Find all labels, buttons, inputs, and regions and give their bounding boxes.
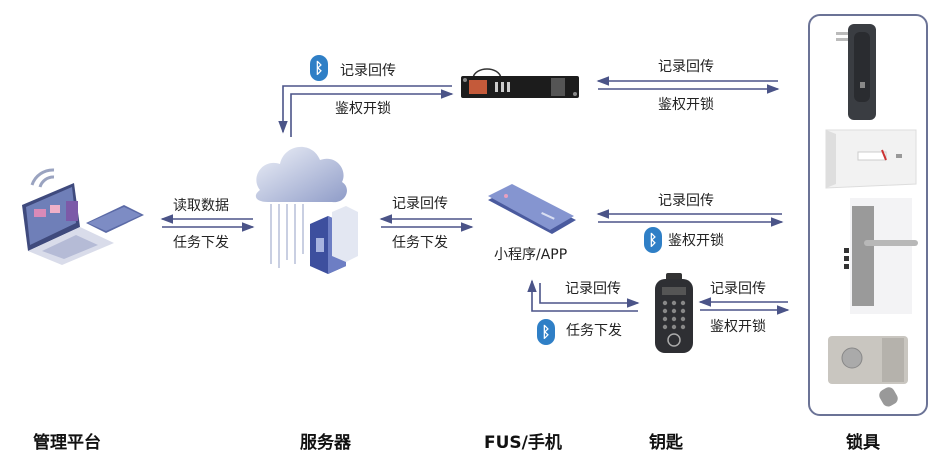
electronic-key-icon bbox=[655, 273, 693, 353]
label-record-return: 记录回传 bbox=[392, 196, 448, 212]
platform-node bbox=[14, 165, 154, 265]
key-node bbox=[652, 273, 696, 355]
label-record-return: 记录回传 bbox=[658, 59, 714, 75]
label-auth-unlock: 鉴权开锁 bbox=[335, 101, 391, 117]
arrow-task-dispatch-key bbox=[527, 279, 638, 312]
arrow-auth-unlock-fus bbox=[290, 89, 454, 137]
arrow-record-return-key bbox=[539, 283, 640, 308]
cabinet-handle-lock-icon bbox=[836, 24, 876, 120]
label-task-dispatch: 任务下发 bbox=[173, 235, 229, 251]
caption-fus-phone: FUS/手机 bbox=[484, 433, 562, 453]
label-task-dispatch: 任务下发 bbox=[566, 323, 622, 339]
server-node bbox=[248, 138, 358, 276]
bluetooth-icon: ᛒ bbox=[537, 319, 555, 345]
app-phone bbox=[482, 182, 582, 242]
caption-platform: 管理平台 bbox=[33, 433, 101, 453]
door-handle-lock-icon bbox=[844, 198, 918, 314]
label-auth-unlock: 鉴权开锁 bbox=[710, 319, 766, 335]
cloud-server-icon bbox=[255, 146, 358, 274]
app-label: 小程序/APP bbox=[494, 247, 568, 263]
caption-server: 服务器 bbox=[300, 433, 351, 453]
locks-panel bbox=[808, 14, 928, 416]
fus-rack-device-icon bbox=[461, 68, 579, 98]
label-auth-unlock: 鉴权开锁 bbox=[668, 233, 724, 249]
wall-box-lock-icon bbox=[825, 129, 917, 189]
label-record-return: 记录回传 bbox=[658, 193, 714, 209]
laptop-and-phone-icon bbox=[22, 168, 144, 265]
label-record-return: 记录回传 bbox=[710, 281, 766, 297]
label-read-data: 读取数据 bbox=[173, 198, 229, 214]
caption-key: 钥匙 bbox=[649, 433, 683, 453]
bluetooth-icon: ᛒ bbox=[310, 55, 328, 81]
smartphone-icon bbox=[488, 184, 576, 234]
arrow-record-return-fus bbox=[278, 85, 452, 134]
rim-lock-icon bbox=[828, 336, 908, 407]
fus-device bbox=[455, 64, 585, 102]
label-auth-unlock: 鉴权开锁 bbox=[658, 97, 714, 113]
bluetooth-icon: ᛒ bbox=[644, 227, 662, 253]
label-task-dispatch: 任务下发 bbox=[392, 235, 448, 251]
label-record-return: 记录回传 bbox=[340, 63, 396, 79]
caption-locks: 锁具 bbox=[846, 433, 880, 453]
label-record-return: 记录回传 bbox=[565, 281, 621, 297]
